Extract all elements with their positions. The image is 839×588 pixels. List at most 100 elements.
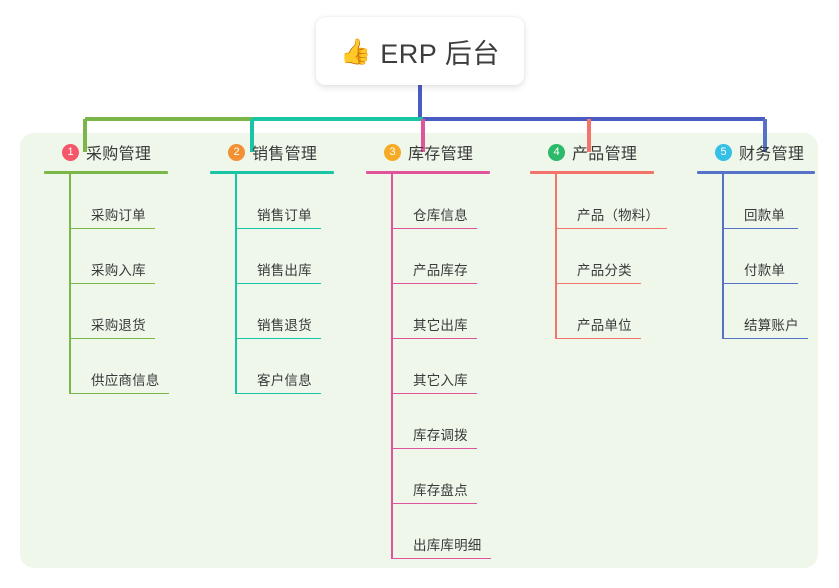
module-item[interactable]: 产品（物料） bbox=[555, 174, 667, 229]
module-item-list: 产品（物料） 产品分类产品单位 bbox=[555, 174, 667, 339]
module-item-underline bbox=[722, 227, 798, 229]
module-columns: 1 采购管理采购订单采购入库采购退货供应商信息 2 销售管理销售订单销售出库销售退货客… bbox=[20, 133, 818, 568]
module-item-underline bbox=[235, 227, 321, 229]
module-item-label: 客户信息 bbox=[257, 373, 312, 388]
module-item-underline bbox=[69, 227, 155, 229]
module-item-underline bbox=[391, 392, 477, 394]
module-header-5[interactable]: 5 财务管理 bbox=[695, 133, 815, 171]
module-title: 销售管理 bbox=[252, 146, 318, 163]
module-header-underline bbox=[366, 171, 490, 174]
module-item[interactable]: 其它入库 bbox=[391, 339, 490, 394]
module-item-underline bbox=[391, 227, 477, 229]
module-item-label: 仓库信息 bbox=[413, 208, 468, 223]
module-number-badge: 5 bbox=[715, 143, 732, 161]
module-item[interactable]: 付款单 bbox=[722, 229, 815, 284]
module-title: 采购管理 bbox=[86, 146, 152, 163]
module-item-underline bbox=[391, 502, 477, 504]
module-header-4[interactable]: 4 产品管理 bbox=[528, 133, 659, 171]
module-item[interactable]: 产品单位 bbox=[555, 284, 659, 339]
module-item-label: 供应商信息 bbox=[91, 373, 160, 388]
module-item[interactable]: 采购退货 bbox=[69, 284, 168, 339]
module-item-underline bbox=[69, 337, 155, 339]
module-header-underline bbox=[210, 171, 334, 174]
module-spine-line bbox=[69, 174, 71, 394]
module-item[interactable]: 销售订单 bbox=[235, 174, 334, 229]
root-node-card[interactable]: 👍 ERP 后台 bbox=[316, 17, 524, 85]
module-spine-line bbox=[391, 174, 393, 559]
module-header-underline bbox=[530, 171, 654, 174]
module-item-underline bbox=[555, 282, 641, 284]
module-item[interactable]: 采购订单 bbox=[69, 174, 168, 229]
module-spine-line bbox=[722, 174, 724, 339]
module-item[interactable]: 其它出库 bbox=[391, 284, 490, 339]
module-title: 产品管理 bbox=[572, 146, 638, 163]
module-item-underline bbox=[555, 227, 667, 229]
module-item-label: 付款单 bbox=[744, 263, 786, 278]
module-item-underline bbox=[391, 557, 491, 559]
module-item-list: 回款单付款单结算账户 bbox=[722, 174, 815, 339]
module-header-underline bbox=[44, 171, 168, 174]
module-item[interactable]: 产品分类 bbox=[555, 229, 659, 284]
module-item[interactable]: 产品库存 bbox=[391, 229, 490, 284]
module-item[interactable]: 出库库明细 bbox=[391, 504, 491, 559]
module-item[interactable]: 供应商信息 bbox=[69, 339, 169, 394]
module-item-label: 库存调拨 bbox=[413, 428, 468, 443]
module-item-label: 销售订单 bbox=[257, 208, 312, 223]
module-item-label: 产品库存 bbox=[413, 263, 468, 278]
module-item-label: 回款单 bbox=[744, 208, 786, 223]
module-item-label: 采购入库 bbox=[91, 263, 146, 278]
module-item[interactable]: 销售出库 bbox=[235, 229, 334, 284]
module-item-underline bbox=[391, 447, 477, 449]
module-header-3[interactable]: 3 库存管理 bbox=[364, 133, 490, 171]
module-column-5: 5 财务管理回款单付款单结算账户 bbox=[695, 133, 815, 339]
module-item-underline bbox=[235, 392, 321, 394]
module-item-underline bbox=[69, 282, 155, 284]
module-header-2[interactable]: 2 销售管理 bbox=[208, 133, 334, 171]
module-item-label: 出库库明细 bbox=[413, 538, 482, 553]
module-item-underline bbox=[555, 337, 641, 339]
module-item-label: 产品（物料） bbox=[577, 208, 660, 223]
module-item[interactable]: 销售退货 bbox=[235, 284, 334, 339]
module-column-3: 3 库存管理仓库信息产品库存其它出库其它入库库存调拨库存盘点出库库明细 bbox=[364, 133, 491, 559]
module-item[interactable]: 结算账户 bbox=[722, 284, 815, 339]
module-item[interactable]: 仓库信息 bbox=[391, 174, 490, 229]
module-column-4: 4 产品管理产品（物料） 产品分类产品单位 bbox=[528, 133, 667, 339]
thumbs-up-icon: 👍 bbox=[340, 37, 372, 66]
module-item[interactable]: 库存盘点 bbox=[391, 449, 490, 504]
module-column-2: 2 销售管理销售订单销售出库销售退货客户信息 bbox=[208, 133, 334, 394]
module-number-badge: 2 bbox=[228, 143, 245, 161]
module-item-label: 其它入库 bbox=[413, 373, 468, 388]
module-item-label: 采购订单 bbox=[91, 208, 146, 223]
module-title: 库存管理 bbox=[408, 146, 474, 163]
module-item-underline bbox=[722, 337, 808, 339]
module-header-underline bbox=[697, 171, 815, 174]
module-number-badge: 1 bbox=[62, 143, 79, 161]
module-header-1[interactable]: 1 采购管理 bbox=[42, 133, 168, 171]
module-item[interactable]: 库存调拨 bbox=[391, 394, 490, 449]
module-number-badge: 3 bbox=[384, 143, 401, 161]
module-item-label: 销售出库 bbox=[257, 263, 312, 278]
module-item[interactable]: 采购入库 bbox=[69, 229, 168, 284]
module-item-list: 仓库信息产品库存其它出库其它入库库存调拨库存盘点出库库明细 bbox=[391, 174, 491, 559]
module-title: 财务管理 bbox=[739, 146, 805, 163]
module-item-underline bbox=[391, 282, 477, 284]
module-item-label: 产品分类 bbox=[577, 263, 632, 278]
module-item-underline bbox=[235, 282, 321, 284]
module-spine-line bbox=[555, 174, 557, 339]
module-number-badge: 4 bbox=[548, 143, 565, 161]
module-item-label: 库存盘点 bbox=[413, 483, 468, 498]
module-item[interactable]: 客户信息 bbox=[235, 339, 334, 394]
module-item-underline bbox=[235, 337, 321, 339]
module-item-label: 采购退货 bbox=[91, 318, 146, 333]
module-item-label: 结算账户 bbox=[744, 318, 799, 333]
module-item-label: 产品单位 bbox=[577, 318, 632, 333]
module-item[interactable]: 回款单 bbox=[722, 174, 815, 229]
modules-panel bbox=[20, 133, 818, 568]
module-item-underline bbox=[722, 282, 798, 284]
module-item-list: 销售订单销售出库销售退货客户信息 bbox=[235, 174, 334, 394]
module-item-underline bbox=[69, 392, 169, 394]
module-spine-line bbox=[235, 174, 237, 394]
module-item-label: 销售退货 bbox=[257, 318, 312, 333]
root-title: ERP 后台 bbox=[380, 38, 500, 69]
